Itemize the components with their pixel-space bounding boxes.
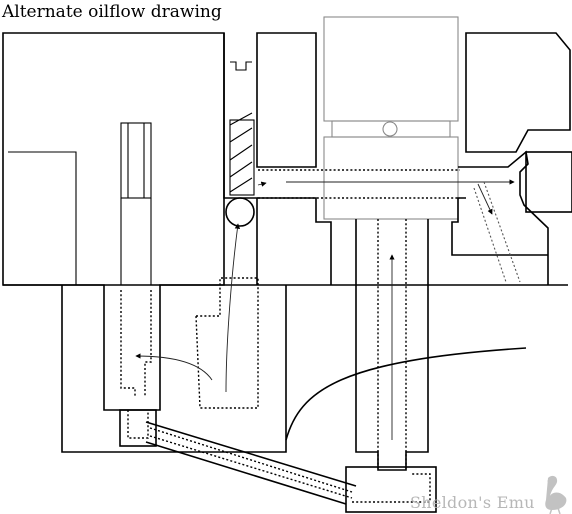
pump-spindle-column	[355, 219, 429, 471]
cylinder-block	[223, 32, 317, 285]
upper-oil-column	[120, 122, 152, 285]
sump-base	[345, 466, 437, 513]
diagram-title: Alternate oilflow drawing	[1, 2, 222, 22]
return-flow-left	[135, 353, 213, 381]
emu-bird-icon	[545, 475, 567, 514]
right-cover	[451, 32, 572, 285]
watermark-text: Sheldon's Emu	[410, 493, 535, 512]
return-flow-curve	[225, 223, 241, 393]
check-ball	[225, 197, 255, 227]
crankcase-left-block	[2, 32, 225, 411]
feed-stub	[119, 409, 157, 447]
right-cover-plug	[525, 151, 572, 213]
lower-sump-housing	[3, 284, 568, 453]
drain-lines	[473, 181, 521, 283]
pressure-pipe	[145, 421, 357, 505]
oil-pump-housing	[323, 16, 459, 220]
cam-chest	[195, 197, 332, 409]
feed-gallery	[257, 169, 515, 199]
scavenge-curve	[285, 347, 527, 441]
watermark: Sheldon's Emu	[410, 475, 567, 514]
crankcase-inner-step	[8, 151, 77, 285]
column-oil-path	[120, 290, 152, 396]
